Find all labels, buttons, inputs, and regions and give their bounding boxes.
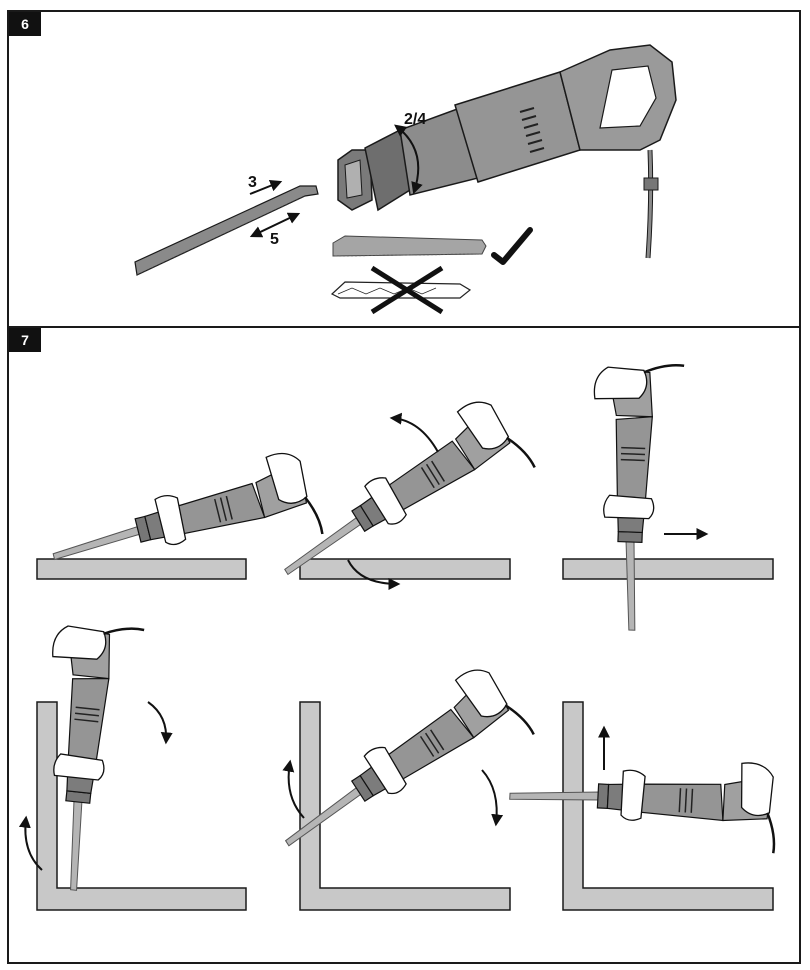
cross-mark-icon (370, 265, 444, 315)
workpiece-2 (299, 558, 511, 580)
plunge-cut-sequence (18, 361, 780, 911)
rotate-arrow-4 (147, 701, 173, 745)
blade-change-diagram: 3 5 (134, 44, 677, 315)
rotate-arrow-5 (481, 769, 504, 827)
vent-slots (519, 107, 545, 153)
workpiece-3 (562, 558, 774, 580)
loose-saw-blade (134, 185, 319, 276)
plunge-arrow-2 (347, 559, 401, 590)
check-mark-icon (491, 227, 533, 265)
panel-7: 7 (7, 326, 801, 964)
saw-position-3 (584, 361, 686, 633)
remove-arrow: 5 (249, 212, 301, 248)
lever-rotation-arrow: 2/4 (394, 111, 426, 195)
saw-position-6 (506, 749, 780, 855)
workpiece-1 (36, 558, 247, 580)
corner-workpiece-5 (299, 701, 511, 911)
panel-number-7: 7 (9, 328, 41, 352)
panel-number-6: 6 (9, 12, 41, 36)
corner-workpiece-6 (562, 701, 774, 911)
lift-arrow-4 (18, 815, 43, 871)
step-5-label: 5 (270, 231, 279, 248)
rotate-arrow-2 (389, 412, 439, 453)
step-3-label: 3 (248, 174, 257, 191)
step-2-4-label: 2/4 (404, 111, 426, 128)
insert-arrow: 3 (248, 174, 283, 195)
correct-blade (332, 227, 533, 265)
lift-arrow-5 (282, 759, 305, 819)
incorrect-blade (330, 265, 472, 315)
reciprocating-saw (337, 44, 677, 259)
corner-workpiece-4 (36, 701, 247, 911)
